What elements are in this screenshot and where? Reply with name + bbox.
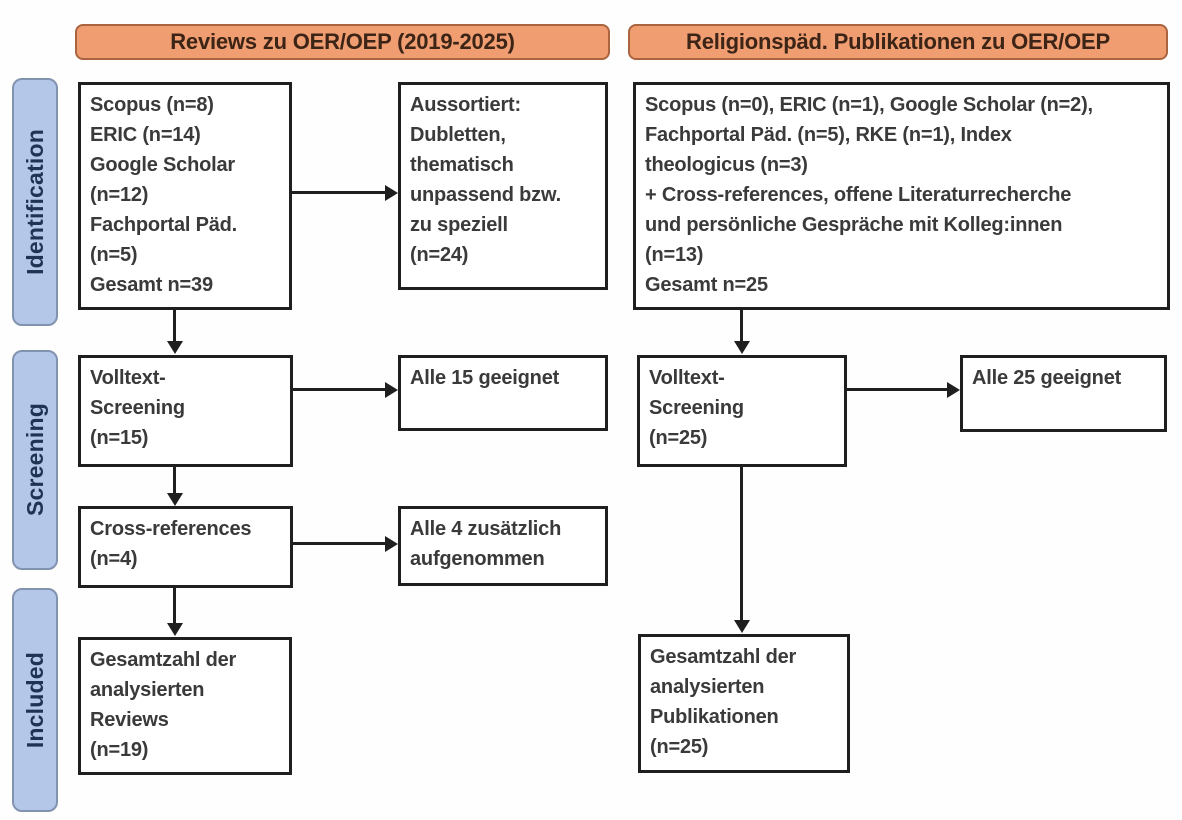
box-right-sources: Scopus (n=0), ERIC (n=1), Google Scholar… [633,82,1170,310]
stage-label-identification-text: Identification [21,129,48,275]
stage-label-included: Included [12,588,58,812]
arrow-right-sources-to-fulltext [733,310,750,354]
stage-label-identification: Identification [12,78,58,326]
stage-label-screening-text: Screening [21,403,48,517]
box-left-fulltext-result: Alle 15 geeignet [398,355,608,431]
arrow-right-fulltext-to-included [733,467,750,633]
column-header-religionspaed: Religionspäd. Publikationen zu OER/OEP [628,24,1168,60]
arrow-left-fulltext-to-result [293,381,398,398]
box-left-sources: Scopus (n=8) ERIC (n=14) Google Scholar … [78,82,292,310]
box-right-fulltext-result: Alle 25 geeignet [960,355,1167,432]
box-left-crossref: Cross-references (n=4) [78,506,293,588]
arrow-left-crossref-to-included [166,588,183,636]
box-right-included-total: Gesamtzahl der analysierten Publikatione… [638,634,850,773]
box-left-fulltext-screening: Volltext- Screening (n=15) [78,355,293,467]
box-right-fulltext-screening: Volltext- Screening (n=25) [637,355,847,467]
arrow-left-sources-to-fulltext [166,310,183,354]
stage-label-screening: Screening [12,350,58,570]
arrow-left-fulltext-to-crossref [166,467,183,506]
box-left-included-total: Gesamtzahl der analysierten Reviews (n=1… [78,637,292,775]
arrow-right-fulltext-to-result [847,381,960,398]
stage-label-included-text: Included [21,651,48,749]
column-header-reviews: Reviews zu OER/OEP (2019-2025) [75,24,610,60]
arrow-left-sources-to-excluded [292,184,398,201]
box-left-excluded: Aussortiert: Dubletten, thematisch unpas… [398,82,608,290]
box-left-crossref-result: Alle 4 zusätzlich aufgenommen [398,506,608,586]
arrow-left-crossref-to-result [293,535,398,552]
